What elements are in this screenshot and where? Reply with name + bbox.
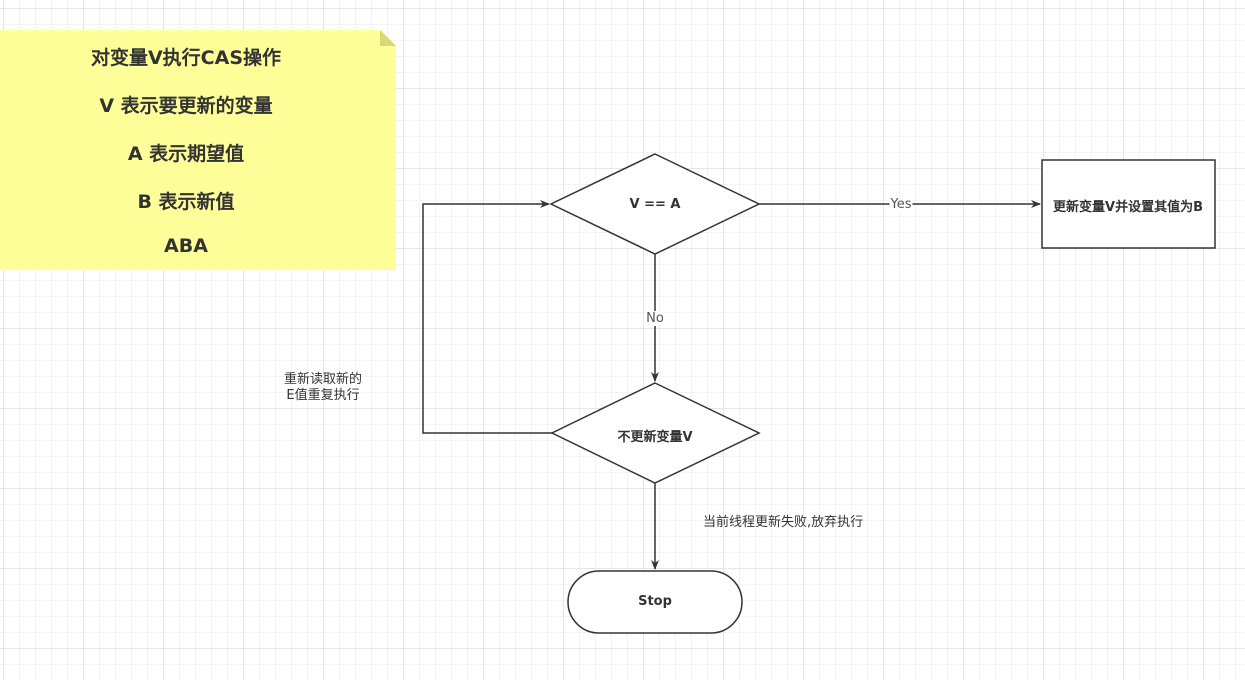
process-update-label: 更新变量V并设置其值为B — [1053, 200, 1203, 215]
retry-annotation-line1: 重新读取新的 — [283, 372, 362, 387]
decision-no-update[interactable] — [550, 382, 761, 484]
retry-annotation: 重新读取新的 E值重复执行 — [278, 372, 368, 404]
fail-annotation: 当前线程更新失败,放弃执行 — [703, 515, 864, 530]
retry-annotation-line2: E值重复执行 — [286, 388, 360, 403]
note-line-v: V 表示要更新的变量 — [99, 95, 273, 117]
terminator-stop-label: Stop — [638, 594, 672, 609]
note-line-title: 对变量V执行CAS操作 — [90, 47, 282, 69]
decision-2-label: 不更新变量V — [617, 430, 693, 445]
sticky-note[interactable] — [0, 30, 396, 270]
decision-v-equals-a[interactable] — [549, 153, 761, 255]
note-line-a: A 表示期望值 — [127, 143, 245, 165]
note-line-b: B 表示新值 — [137, 191, 235, 213]
sticky-note-fold — [380, 30, 396, 46]
decision-1-label: V == A — [629, 197, 681, 212]
edge-retry-loop[interactable] — [422, 200, 552, 434]
process-update-box[interactable] — [1041, 159, 1216, 249]
terminator-stop-shape[interactable] — [567, 570, 743, 634]
edge-no-label: No — [645, 311, 665, 326]
note-line-aba: ABA — [164, 235, 208, 257]
edge-yes-label: Yes — [889, 197, 913, 212]
